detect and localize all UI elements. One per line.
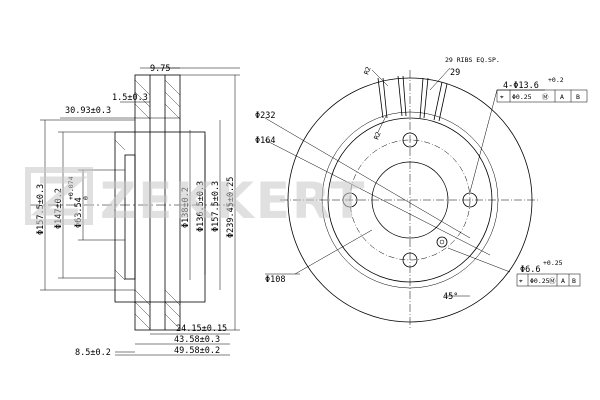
fcf-bottom-datum-b: B [572,277,576,285]
locating-hole [436,236,448,248]
fcf-bottom-symbol: ⌖ [519,277,523,285]
holes-4-d13-6: 4-Φ13.6 [503,81,539,91]
fcf-bottom-value: Φ0.25 [530,277,550,285]
bolt-hole-top [402,132,418,148]
fcf-top-modifier: Ⓜ [542,93,549,101]
dim-24-15: 24.15±0.15 [176,324,227,334]
fcf-bottom-datum-a: A [561,277,565,285]
dim-1-5: 1.5±0.3 [112,93,148,103]
dim-d136-5: Φ136.5±0.3 [196,181,206,232]
bolt-hole-left [342,192,358,208]
dim-d157-5-right: Φ157.5±0.3 [211,181,221,232]
logo-z-icon [30,176,88,216]
logo-box-icon [25,167,93,225]
fcf-top-datum-a: A [560,93,564,101]
dim-d239-45: Φ239.45±0.25 [226,177,236,238]
dim-8-5: 8.5±0.2 [75,348,111,358]
fcf-top-value: Φ0.25 [512,93,532,101]
fcf-top-datum-b: B [576,93,580,101]
logo-wordmark: ZEKKERT [100,172,366,230]
cooling-ribs [377,75,448,122]
dim-43-58: 43.58±0.3 [174,335,220,345]
hat-wall [124,154,136,280]
dim-30-93: 30.93±0.3 [65,106,111,116]
dim-d63-54: Φ63.54 [74,197,84,228]
holes-4-tolerance: +0.2 [548,76,564,84]
bolt-hole-bottom [402,252,418,268]
ribs-count: 29 [450,68,460,78]
front-view: 29 RIBS EQ.SP. 29 R2 R2 Φ232 Φ164 Φ108 4… [255,56,588,330]
section-hatching [114,79,181,330]
radius-r2-mid: R2 [372,131,382,141]
dim-d232: Φ232 [255,111,275,121]
fcf-bottom: ⌖ Φ0.25 Ⓜ A B [516,273,581,287]
dim-d63-54-tol-lower: 0 [82,196,90,200]
radius-r2-top: R2 [362,66,372,76]
hole-d6-6-tolerance: +0.25 [543,259,563,267]
locating-hole-inner [439,239,445,245]
horizontal-dimension-lines [60,67,230,356]
dim-d138: Φ138±0.2 [181,187,191,228]
dim-d108: Φ108 [265,275,285,285]
leader-lines [264,67,545,297]
dim-d164: Φ164 [255,136,275,146]
dim-9-75: 9.75 [150,64,170,74]
hole-d6-6: Φ6.6 [520,265,540,275]
angle-45: 45° [443,292,458,302]
fcf-top-symbol: ⌖ [500,93,504,101]
ribs-note: 29 RIBS EQ.SP. [445,56,500,64]
bolt-hole-right [462,192,478,208]
fcf-top: ⌖ Φ0.25 Ⓜ A B [496,89,588,103]
dim-49-58: 49.58±0.2 [174,346,220,356]
zekkert-logo: ZEKKERT [25,167,366,230]
fcf-bottom-modifier: Ⓜ [549,277,556,285]
